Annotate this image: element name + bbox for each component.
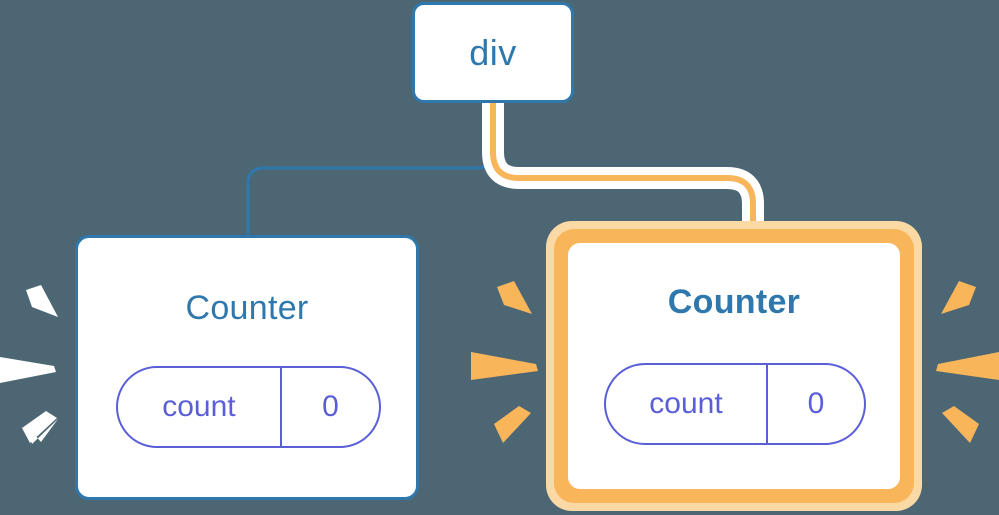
sparkle-orange-ray-lower-right (942, 406, 979, 443)
sparkle-orange-ray-upper-right (941, 281, 976, 314)
node-div[interactable]: div (412, 2, 574, 103)
sparkle-orange-ray-middle-left (471, 352, 538, 380)
node-counter-left-title: Counter (185, 289, 309, 327)
prop-pill-counter-right[interactable]: count 0 (604, 363, 866, 445)
prop-value-count-left: 0 (322, 390, 339, 423)
prop-pill-counter-left[interactable]: count 0 (116, 366, 381, 448)
sparkle-white-ray-lower-solid (22, 411, 57, 443)
sparkle-white-ray-middle (0, 357, 56, 383)
sparkle-white-group-left (0, 285, 58, 444)
node-counter-right-inner: Counter count 0 (568, 243, 900, 489)
sparkle-orange-ray-middle-right (936, 352, 999, 380)
prop-key-count-right: count (606, 365, 768, 443)
edge-div-to-counter-right (490, 103, 756, 245)
prop-value-count-right: 0 (807, 387, 825, 420)
node-counter-left[interactable]: Counter count 0 (75, 235, 419, 500)
node-counter-right[interactable]: Counter count 0 (568, 243, 900, 489)
node-counter-left-inner: Counter count 0 (78, 238, 416, 497)
node-div-label: div (469, 31, 517, 73)
sparkle-orange-group-left (471, 281, 538, 443)
prop-key-count-left: count (118, 368, 282, 446)
sparkle-orange-ray-lower-left (494, 406, 531, 443)
sparkle-orange-ray-upper-left (497, 281, 532, 314)
sparkle-white-ray-upper (26, 285, 58, 317)
node-counter-right-title: Counter (667, 283, 801, 321)
sparkle-orange-group-right (936, 281, 999, 443)
